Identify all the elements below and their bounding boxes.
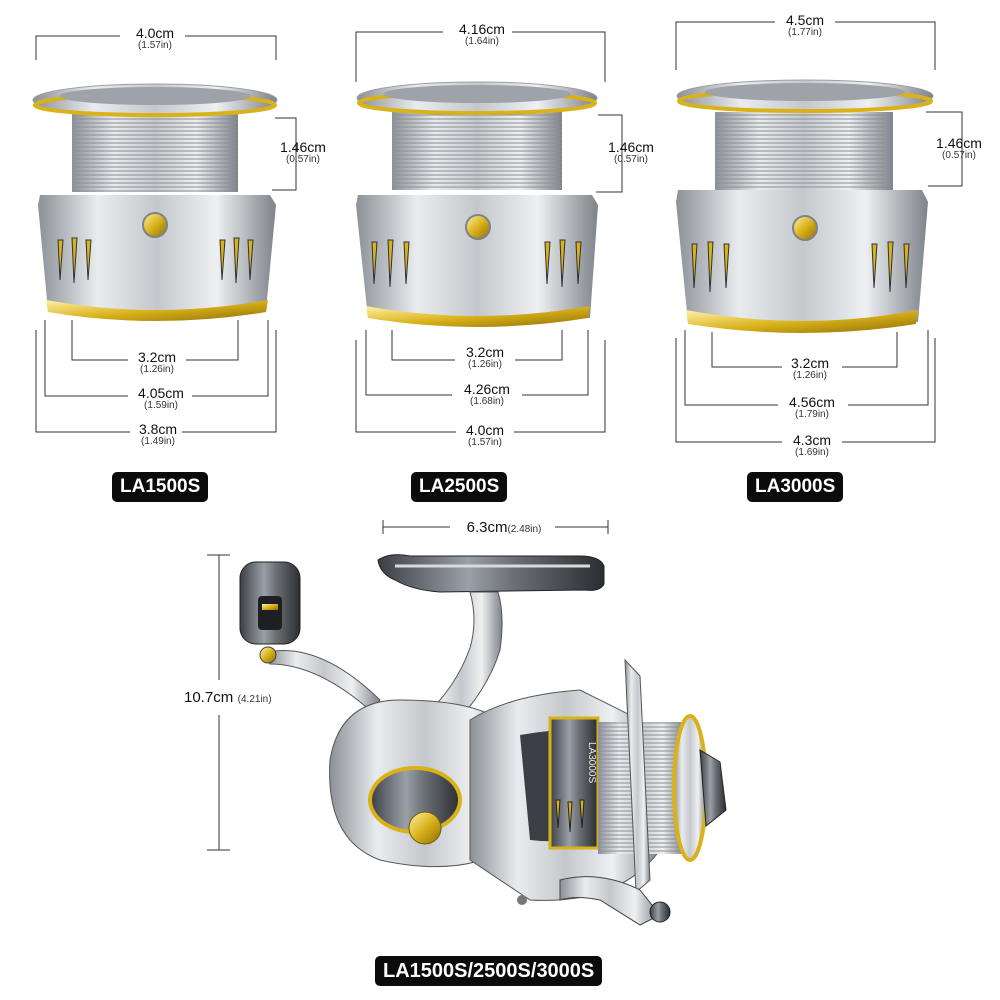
mid-diameter-label: 4.56cm (1.79in) [775, 395, 849, 420]
dimension-lines [35, 21, 963, 851]
spool-body [676, 79, 934, 333]
reel-height-cm: 10.7cm [184, 689, 234, 706]
inner-in: (1.26in) [140, 364, 174, 375]
spool-body [356, 81, 598, 327]
top-width-cm: 4.16cm [459, 21, 505, 37]
reel-width-cm: 6.3cm [466, 519, 508, 536]
bottom-cm: 4.0cm [465, 422, 505, 438]
model-badge-la1500s: LA1500S [112, 472, 209, 502]
bottom-cm: 4.3cm [792, 432, 832, 448]
top-width-in: (1.57in) [138, 40, 172, 51]
inner-diameter-label: 3.2cm (1.26in) [778, 356, 842, 381]
inner-in: (1.26in) [468, 359, 502, 370]
bottom-diameter-label: 4.3cm (1.69in) [780, 433, 844, 458]
top-width-label: 4.16cm (1.64in) [442, 22, 522, 47]
model-range-caption: LA1500S/2500S/3000S [375, 956, 603, 986]
inner-diameter-label: 3.2cm (1.26in) [125, 350, 189, 375]
model-badge-la3000s: LA3000S [747, 472, 844, 502]
mid-diameter-label: 4.05cm (1.59in) [125, 386, 197, 411]
mid-cm: 4.05cm [138, 385, 184, 401]
height-cm: 1.46cm [280, 139, 326, 155]
inner-cm: 3.2cm [465, 344, 505, 360]
height-label: 1.46cm (0.57in) [928, 136, 990, 161]
height-cm: 1.46cm [608, 139, 654, 155]
inner-in: (1.26in) [793, 370, 827, 381]
height-in: (0.57in) [942, 150, 976, 161]
inner-cm: 3.2cm [790, 355, 830, 371]
spool-la2500s [356, 81, 598, 327]
spool-la3000s [676, 79, 934, 333]
top-width-cm: 4.0cm [135, 25, 175, 41]
height-label: 1.46cm (0.57in) [600, 140, 662, 165]
top-width-cm: 4.5cm [785, 12, 825, 28]
reel-width-label: 6.3cm(2.48in) [452, 520, 556, 536]
top-width-label: 4.5cm (1.77in) [770, 13, 840, 38]
spool-la1500s [32, 83, 278, 321]
height-in: (0.57in) [614, 154, 648, 165]
height-in: (0.57in) [286, 154, 320, 165]
mid-cm: 4.56cm [789, 394, 835, 410]
mid-cm: 4.26cm [464, 381, 510, 397]
top-width-in: (1.77in) [788, 27, 822, 38]
height-cm: 1.46cm [936, 135, 982, 151]
top-width-label: 4.0cm (1.57in) [115, 26, 195, 51]
height-label: 1.46cm (0.57in) [272, 140, 334, 165]
reel-height-label: 10.7cm (4.21in) [184, 690, 304, 706]
spool-marking: LA3000S [586, 742, 597, 784]
spinning-reel [239, 554, 727, 926]
inner-cm: 3.2cm [137, 349, 177, 365]
reel-width-in: (2.48in) [507, 524, 542, 535]
mid-in: (1.79in) [795, 409, 829, 420]
spool-body [32, 83, 278, 321]
inner-diameter-label: 3.2cm (1.26in) [453, 345, 517, 370]
mid-in: (1.59in) [144, 400, 178, 411]
model-badge-la2500s: LA2500S [411, 472, 508, 502]
top-width-in: (1.64in) [465, 36, 499, 47]
bottom-diameter-label: 4.0cm (1.57in) [453, 423, 517, 448]
bottom-in: (1.69in) [795, 447, 829, 458]
mid-in: (1.68in) [470, 396, 504, 407]
bottom-in: (1.49in) [141, 436, 175, 447]
bottom-cm: 3.8cm [138, 421, 178, 437]
bottom-in: (1.57in) [468, 437, 502, 448]
mid-diameter-label: 4.26cm (1.68in) [450, 382, 524, 407]
reel-height-in: (4.21in) [237, 694, 272, 705]
bottom-diameter-label: 3.8cm (1.49in) [126, 422, 190, 447]
